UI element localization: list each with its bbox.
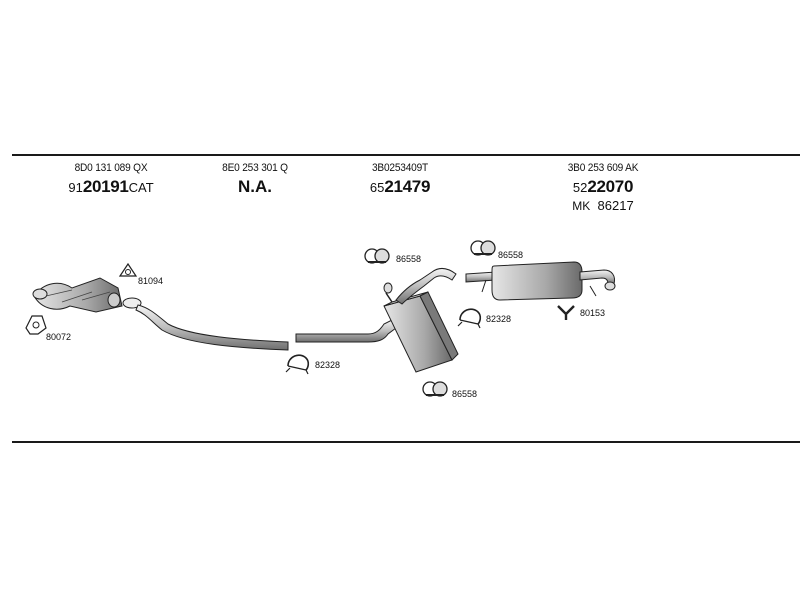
part-catalytic-converter[interactable]: 8D0 131 089 QX 9120191CAT — [56, 163, 166, 196]
callout-label: 80072 — [46, 332, 71, 342]
rear-silencer-drawing[interactable] — [465, 261, 616, 301]
part-number: 5222070 — [572, 177, 634, 196]
callout-label: 82328 — [486, 314, 511, 324]
catalytic-converter-drawing[interactable] — [32, 277, 123, 313]
hanger-icon-86558[interactable]: 86558 — [364, 248, 421, 264]
clamp-icon-82328[interactable]: 82328 — [457, 308, 511, 329]
oe-number: 8E0 253 301 Q — [222, 162, 288, 174]
callout-label: 80153 — [580, 308, 605, 318]
part-front-pipe[interactable]: 8E0 253 301 Q N.A. — [205, 162, 305, 196]
oe-number: 8D0 131 089 QX — [74, 162, 148, 174]
callout-label: 86558 — [452, 389, 477, 399]
oe-number: 3B0 253 609 AK — [567, 162, 639, 174]
part-rear-silencer[interactable]: 3B0 253 609 AK 5222070 MK 86217 — [548, 162, 658, 213]
rubber-mount-icon-80153[interactable]: 80153 — [557, 305, 605, 320]
part-number-not-available: N.A. — [238, 177, 272, 196]
part-middle-silencer[interactable]: 3B0253409T 6521479 — [350, 163, 450, 196]
callout-label: 86558 — [396, 254, 421, 264]
top-divider — [12, 154, 800, 156]
hanger-icon-86558[interactable]: 86558 — [470, 240, 523, 260]
gasket-icon-81094[interactable]: 81094 — [118, 262, 163, 286]
callout-label: 86558 — [498, 250, 523, 260]
clamp-icon-82328[interactable]: 82328 — [285, 354, 340, 375]
front-pipe-drawing[interactable] — [122, 297, 289, 351]
bottom-divider — [12, 441, 800, 443]
part-number: 9120191CAT — [68, 177, 154, 196]
gasket-icon-80072[interactable]: 80072 — [25, 315, 71, 342]
mounting-kit-number: MK 86217 — [572, 198, 634, 213]
callout-label: 81094 — [138, 276, 163, 286]
oe-number: 3B0253409T — [371, 162, 429, 174]
middle-silencer-drawing[interactable] — [295, 267, 459, 373]
callout-label: 82328 — [315, 360, 340, 370]
part-number: 6521479 — [369, 177, 431, 196]
hanger-icon-86558[interactable]: 86558 — [422, 381, 477, 399]
